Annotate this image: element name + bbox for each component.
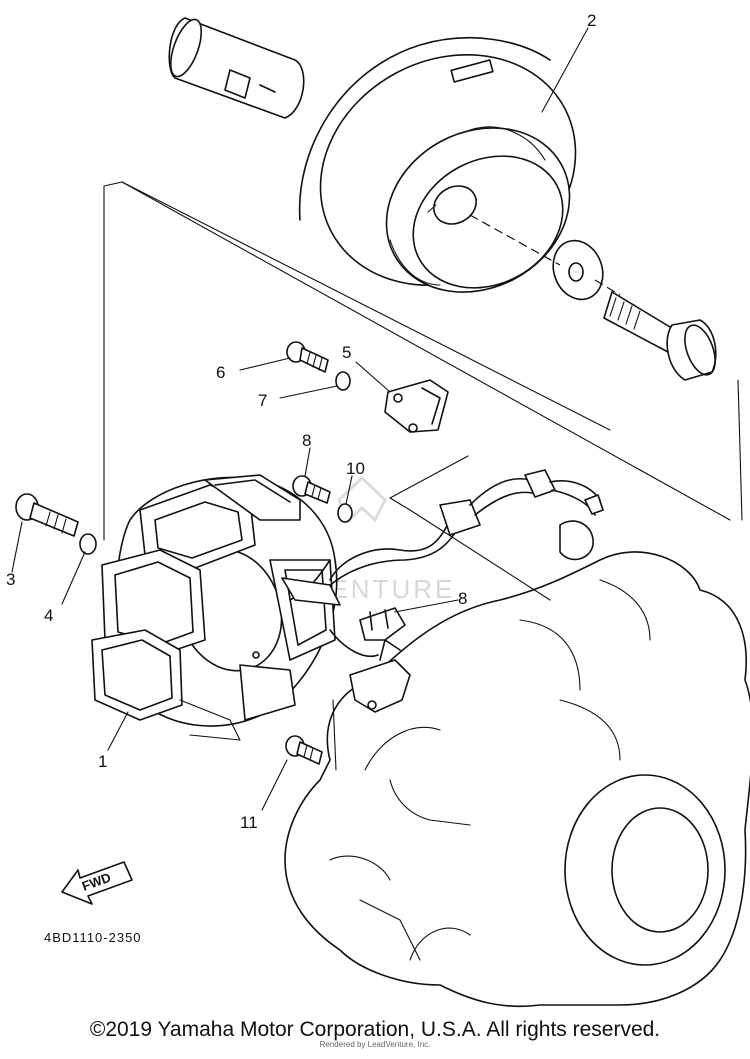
assembly-outline: [103, 181, 743, 601]
callout-3: 3: [6, 570, 15, 589]
rotor-washer: [552, 239, 604, 301]
screw-11-guide: [332, 699, 337, 771]
screw-3: [15, 493, 79, 537]
flywheel-rotor: [298, 36, 577, 293]
pickup-coil: [329, 607, 411, 713]
crankcase-cover: [284, 551, 750, 1008]
diagram-part-code: 4BD1110-2350: [44, 930, 142, 945]
washer-4: [79, 533, 97, 555]
stator-assembly: [91, 474, 338, 741]
washer-7: [335, 371, 351, 391]
screw-9: [292, 475, 331, 504]
copyright-notice: ©2019 Yamaha Motor Corporation, U.S.A. A…: [89, 1018, 661, 1041]
callout-11: 11: [240, 813, 258, 832]
washer-10: [337, 503, 353, 523]
callout-8-9: 8: [302, 431, 311, 450]
pickup-bracket: [384, 379, 449, 433]
key-cylinder: [168, 17, 305, 119]
screw-11: [285, 735, 323, 765]
callouts: 1 2 3 4 5 6 7 8 10 8 11: [6, 11, 596, 832]
callout-5: 5: [342, 343, 351, 362]
leader-lines: [11, 27, 589, 811]
forward-direction-arrow: FWD: [61, 861, 133, 905]
rotor-axis: [469, 214, 621, 296]
callout-1: 1: [98, 752, 107, 771]
screw-6: [286, 341, 329, 373]
callout-4: 4: [44, 606, 53, 625]
rotor-bolt: [603, 291, 717, 381]
callout-7: 7: [258, 391, 267, 410]
callout-10: 10: [346, 459, 365, 478]
callout-6: 6: [216, 363, 225, 382]
callout-8: 8: [458, 589, 467, 608]
callout-2: 2: [587, 11, 596, 30]
rendered-by-note: Rendered by LeadVenture, Inc.: [319, 1040, 431, 1049]
wiring-harness: [281, 469, 604, 606]
